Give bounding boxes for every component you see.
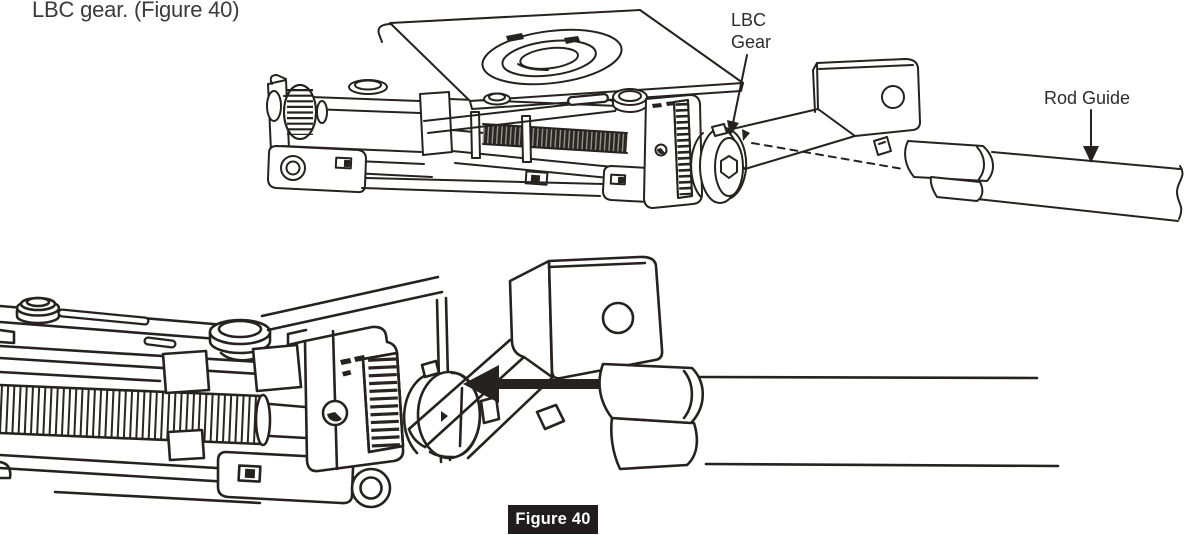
rod-guide-pointer-arrow [1083,109,1099,163]
chassis-closeup-drawing [0,296,294,383]
lbc-gear-leader-line [727,54,750,141]
figure-caption: Figure 40 [508,505,598,534]
instruction-text: LBC gear. (Figure 40) [32,0,240,22]
spring-coil [482,123,628,154]
activation-rod [967,151,1184,222]
alignment-dashed-line [751,136,904,170]
rod-guide-label: Rod Guide [1044,88,1131,108]
top-view-assembly [266,9,1184,222]
threaded-rod-coil [0,383,272,447]
mounting-bracket-closeup [407,255,664,460]
lbc-gear-label: LBC Gear [731,10,772,52]
mounting-bracket [727,58,921,170]
rod-guide-sleeve-closeup [598,362,704,471]
insertion-arrow [463,365,600,403]
activation-rod-closeup [698,375,1060,468]
chassis-closeup-lower [0,275,452,509]
chassis-detail-parts [348,9,744,209]
lbc-gear-closeup [402,359,482,460]
bottom-view-assembly [0,255,1060,509]
lbc-gear-drawing [690,123,748,204]
rod-guide-sleeve [904,140,994,202]
